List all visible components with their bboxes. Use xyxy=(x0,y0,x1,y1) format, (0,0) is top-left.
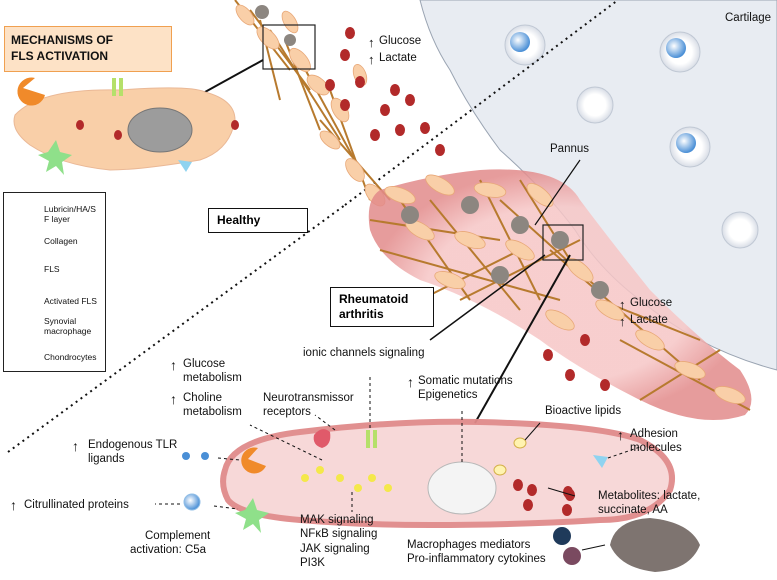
legend-activated-fls: Activated FLS xyxy=(44,296,97,306)
legend-lubricin-1: Lubricin/HA/S xyxy=(44,204,96,214)
ra-box: Rheumatoid arthritis xyxy=(330,287,434,327)
healthy-fls-nucleus xyxy=(127,107,193,153)
legend-chondrocytes: Chondrocytes xyxy=(44,352,97,362)
arrow-metabolites xyxy=(547,487,576,497)
signaling-label: MAK signaling NFκB signaling JAK signali… xyxy=(300,513,377,571)
metabolites-2: succinate, AA xyxy=(598,504,668,517)
arrow-c5a xyxy=(213,505,239,510)
glucose-dots-ra xyxy=(543,334,610,391)
choline-metabolism-1: Choline xyxy=(183,392,222,404)
somatic-label: Somatic mutations Epigenetics xyxy=(418,374,513,403)
endogenous-tlr-1: Endogenous TLR xyxy=(88,439,178,451)
glucose-metabolism-1: Glucose xyxy=(183,358,226,370)
healthy-box: Healthy xyxy=(208,208,308,233)
legend: Lubricin/HA/S F layer Collagen FLS Activ… xyxy=(3,192,106,372)
glucose-metabolism-label: Glucose metabolism xyxy=(183,357,242,386)
up-arrow-tlr: ↑ xyxy=(72,438,79,454)
arrow-macro xyxy=(581,544,606,551)
zoom-box-healthy xyxy=(262,24,316,70)
up-arrow-choline: ↑ xyxy=(170,391,177,407)
arrow-neuro xyxy=(314,414,336,431)
macrophage-mediators-label: Macrophages mediators Pro-inflammatory c… xyxy=(407,538,546,567)
neurotransmissor-1: Neurotransmissor xyxy=(263,392,354,404)
mediator-purple xyxy=(563,547,581,565)
ra-lactate: Lactate xyxy=(619,314,668,329)
title-box: MECHANISMS OF FLS ACTIVATION xyxy=(4,26,172,72)
complement-label: Complement activation: C5a xyxy=(130,529,210,558)
jak-signaling: JAK signaling xyxy=(300,542,370,555)
activated-fls-receptors xyxy=(235,429,608,533)
up-arrow-glucose: ↑ xyxy=(170,357,177,373)
legend-lubricin-2: F layer xyxy=(44,213,70,224)
glucose-metabolism-2: metabolism xyxy=(183,372,242,385)
pro-inflammatory: Pro-inflammatory cytokines xyxy=(407,553,546,566)
ra-line-1: Rheumatoid xyxy=(339,292,409,306)
ra-line-2: arthritis xyxy=(339,307,384,321)
metabolites-1: Metabolites: lactate, xyxy=(598,490,701,502)
citrullinated-label: Citrullinated proteins xyxy=(24,499,129,511)
up-arrow-somatic: ↑ xyxy=(407,374,414,390)
top-glucose: Glucose xyxy=(368,35,421,50)
glucose-dots-top xyxy=(325,27,445,156)
activated-fls-nucleus xyxy=(427,461,497,515)
activated-fls-lipids xyxy=(493,437,527,476)
arrow-glucose xyxy=(249,424,323,461)
top-lactate: Lactate xyxy=(368,52,417,67)
healthy-fls-dots xyxy=(76,120,239,140)
cartilage-label: Cartilage xyxy=(725,12,772,24)
arrow-tlr xyxy=(217,457,241,461)
choline-metabolism-2: metabolism xyxy=(183,406,242,419)
legend-lubricin: Lubricin/HA/S F layer xyxy=(44,204,106,225)
ra-fls-cells xyxy=(384,174,746,404)
legend-macrophage-1: Synovial xyxy=(44,316,77,326)
healthy-receptors xyxy=(17,77,192,175)
ra-glucose: Glucose xyxy=(619,297,672,312)
neurotransmissor-label: Neurotransmissor receptors xyxy=(263,391,354,420)
title-line-1: MECHANISMS OF xyxy=(11,33,113,47)
metabolites-label: Metabolites: lactate, succinate, AA xyxy=(598,489,700,518)
up-arrow-citrul: ↑ xyxy=(10,497,17,513)
endogenous-tlr-2: ligands xyxy=(88,453,125,466)
legend-macrophage: Synovial macrophage xyxy=(44,316,106,337)
bioactive-lipids-label: Bioactive lipids xyxy=(545,405,622,417)
macrophage-mediators: Macrophages mediators xyxy=(407,539,531,551)
up-arrow-adhesion: ↑ xyxy=(617,427,624,443)
pannus-label: Pannus xyxy=(550,143,590,155)
chondrocytes xyxy=(504,24,759,249)
mak-signaling: MAK signaling xyxy=(300,514,374,526)
zoom-line-healthy xyxy=(204,59,264,93)
adhesion-label: Adhesion molecules xyxy=(630,427,682,456)
healthy-macrophages xyxy=(255,5,296,46)
legend-collagen: Collagen xyxy=(44,236,78,246)
separator-bottom xyxy=(7,204,346,453)
title-line-2: FLS ACTIVATION xyxy=(11,49,109,64)
choline-metabolism-label: Choline metabolism xyxy=(183,391,242,420)
pannus-pointer xyxy=(534,159,581,226)
tlr-ligands xyxy=(182,452,209,460)
nfkb-signaling: NFκB signaling xyxy=(300,528,378,541)
pi3k: PI3K xyxy=(300,557,325,570)
arrow-lipids xyxy=(524,422,541,441)
zoom-box-ra xyxy=(542,224,584,261)
macrophage-large xyxy=(610,518,700,572)
adhesion-2: molecules xyxy=(630,442,682,455)
legend-fls: FLS xyxy=(44,264,60,274)
epigenetics: Epigenetics xyxy=(418,389,478,402)
mediator-blue xyxy=(553,527,571,545)
somatic-mutations: Somatic mutations xyxy=(418,375,513,387)
metabolite-dot-2 xyxy=(562,504,572,516)
endogenous-tlr-label: Endogenous TLR ligands xyxy=(88,438,177,467)
adhesion-1: Adhesion xyxy=(630,428,678,440)
zoom-line-ra xyxy=(474,254,571,424)
neurotransmissor-2: receptors xyxy=(263,406,311,419)
complement-2: activation: C5a xyxy=(130,544,207,557)
complement-1: Complement xyxy=(145,530,211,542)
ionic-pointer xyxy=(429,254,546,341)
legend-macrophage-2: macrophage xyxy=(44,325,92,336)
ra-macrophages xyxy=(401,196,609,299)
citrullinated-protein xyxy=(183,493,201,511)
activated-fls-dots xyxy=(301,466,392,492)
ionic-channels-label: ionic channels signaling xyxy=(303,347,425,359)
